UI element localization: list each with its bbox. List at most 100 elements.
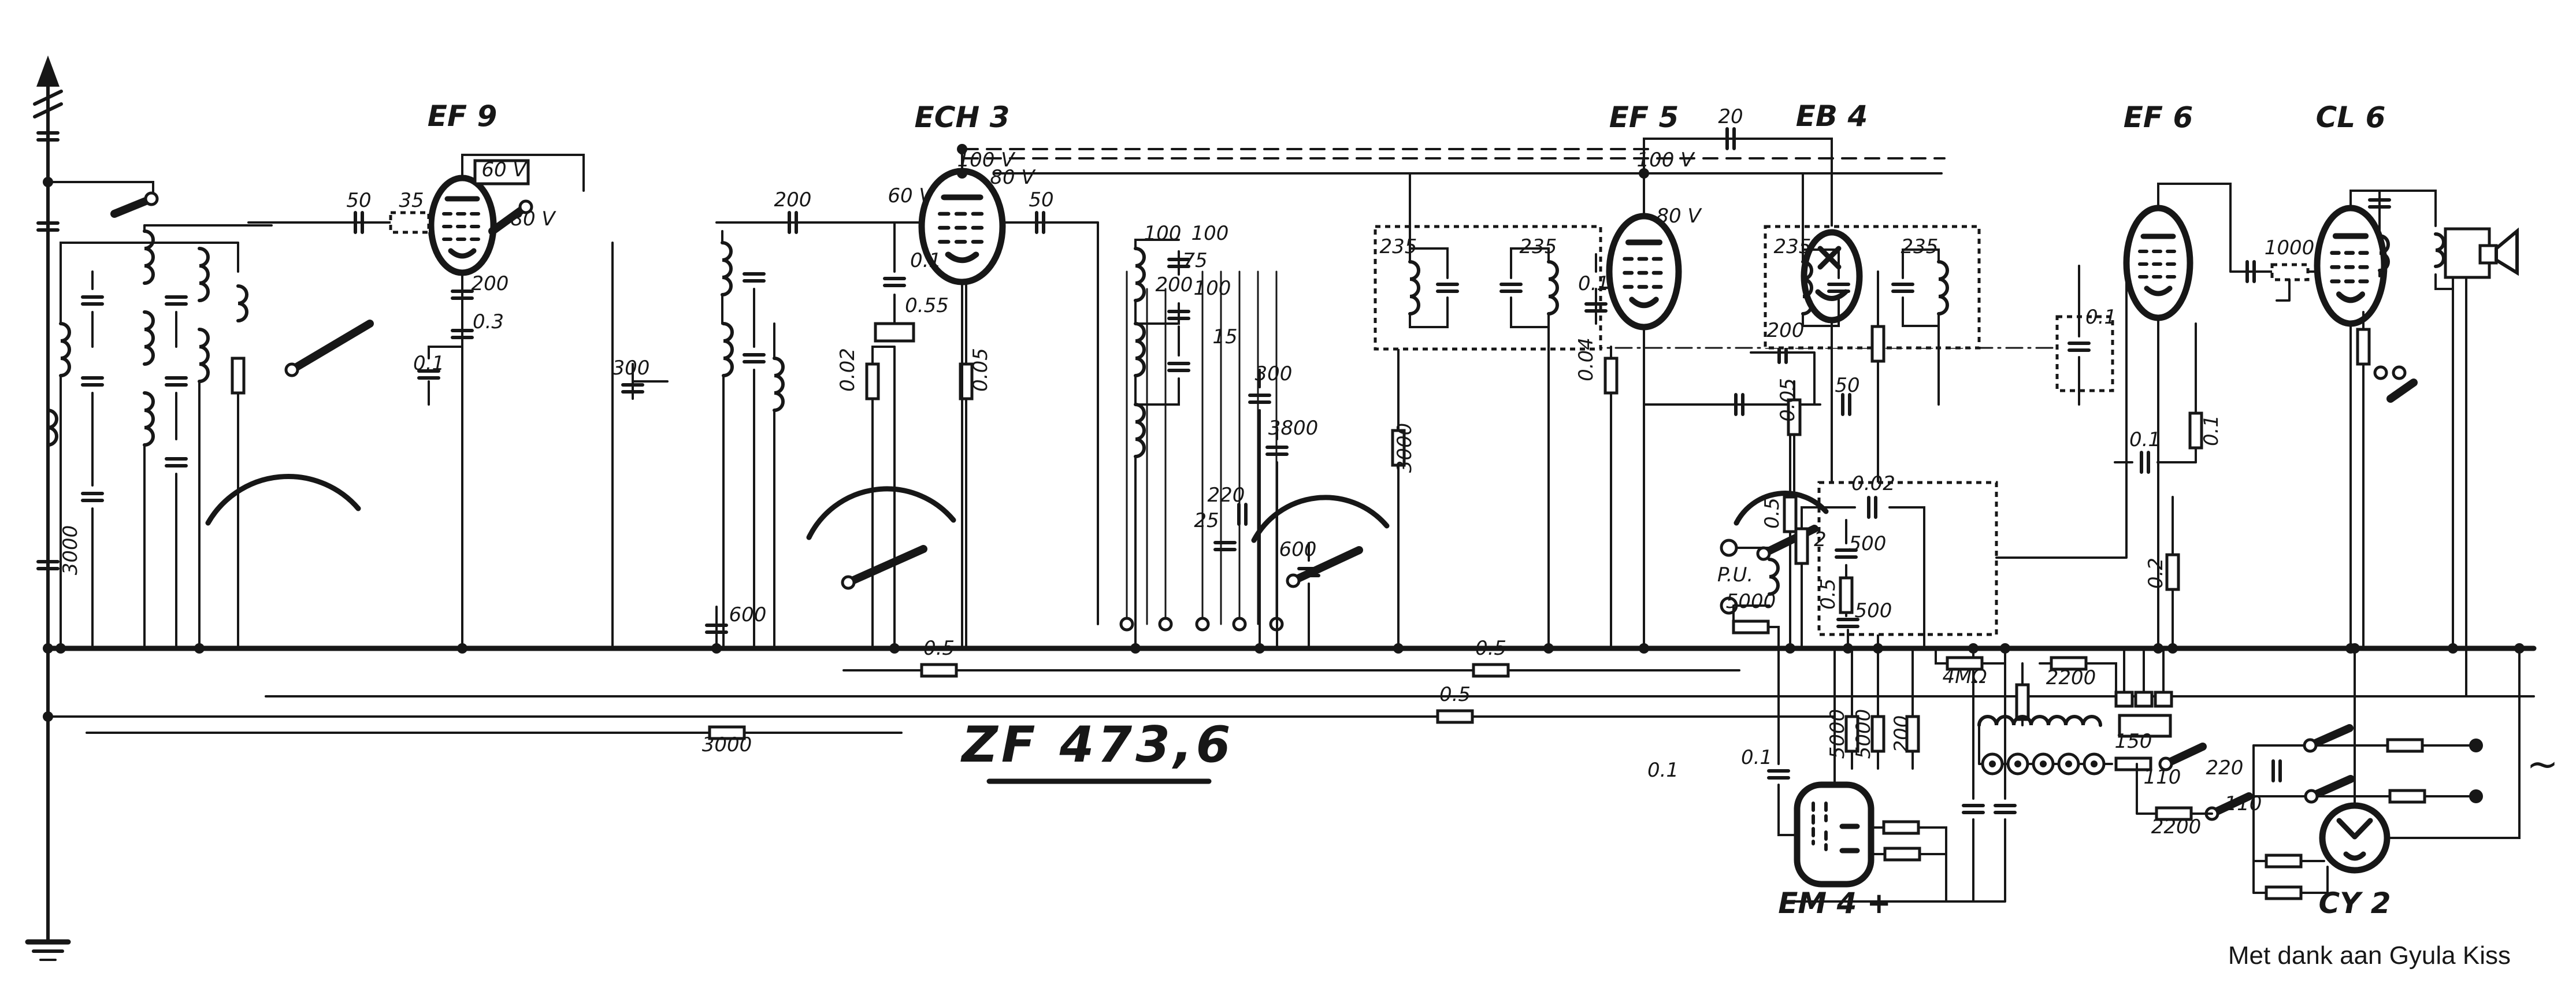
oscillator-cluster xyxy=(1119,239,1404,654)
component-value-label: 200 xyxy=(774,188,812,212)
component-value-label: 200 xyxy=(1156,273,1193,296)
component-value-label: 235 xyxy=(1774,235,1812,258)
component-value-labels: 50 35 60 V 80 V 200 0.3 0.1 300 600 3000 0.5 200 60 … xyxy=(59,105,2559,838)
component-value-label: 50 xyxy=(1029,188,1053,212)
output-transformer xyxy=(2378,190,2491,697)
component-value-label: 100 V xyxy=(957,149,1016,172)
component-value-label: 100 xyxy=(1192,222,1229,245)
component-value-label: 150 xyxy=(2115,730,2152,753)
component-value-label: 75 xyxy=(1182,249,1207,272)
component-value-label: 0.5 xyxy=(1475,637,1506,660)
component-value-label: 0.05 xyxy=(969,348,992,392)
component-value-label: 220 xyxy=(2206,756,2244,780)
component-value-label: 25 xyxy=(1194,509,1219,532)
component-value-label: 235 xyxy=(1901,235,1939,258)
component-value-label: ~ xyxy=(2526,742,2558,786)
tube-ef5 xyxy=(1586,129,1833,654)
credit-line: Met dank aan Gyula Kiss xyxy=(2228,941,2511,970)
component-value-label: 2200 xyxy=(2046,666,2096,689)
component-value-label: 2200 xyxy=(2151,815,2202,838)
rf-coil-block xyxy=(55,224,374,654)
tube-label-cy2: CY 2 xyxy=(2318,886,2391,920)
component-value-label: 200 xyxy=(1767,319,1805,342)
tube-eb4 xyxy=(1801,229,1884,654)
component-value-label: 1000 xyxy=(2265,236,2315,259)
component-value-label: 600 xyxy=(1279,538,1317,561)
component-value-label: 600 xyxy=(729,603,767,626)
component-value-label: 110 xyxy=(2225,792,2262,815)
component-value-label: 80 V xyxy=(1656,205,1702,228)
component-value-label: 235 xyxy=(1380,235,1417,258)
component-value-label: 300 xyxy=(613,357,650,380)
component-value-label: 0.2 xyxy=(2144,558,2167,589)
component-value-label: 110 xyxy=(2144,766,2181,789)
ground-symbol xyxy=(25,643,71,961)
component-value-label: 0.1 xyxy=(2200,415,2223,446)
page-title: ZF 473,6 xyxy=(960,716,1234,774)
tube-ef6 xyxy=(1995,183,2232,654)
component-value-label: 5000 xyxy=(1726,590,1776,613)
speaker-icon xyxy=(2478,227,2519,276)
component-value-label: 60 V xyxy=(481,158,528,181)
component-value-label: 20 xyxy=(1718,105,1743,128)
component-value-label: 0.04 xyxy=(1575,337,1598,381)
power-section xyxy=(1935,647,2483,894)
component-value-label: 50 xyxy=(1835,374,1859,397)
component-value-label: 0.1 xyxy=(2085,306,2117,329)
volume-control-section xyxy=(1720,380,1998,654)
antenna-symbol xyxy=(33,55,159,650)
component-value-label: 0.1 xyxy=(1741,746,1772,769)
if-transformer-2 xyxy=(1764,172,1981,406)
component-value-label: 300 xyxy=(1255,362,1293,385)
component-value-label: 3000 xyxy=(702,733,752,756)
component-value-label: 0.1 xyxy=(910,249,941,272)
tube-label-ech3: ECH 3 xyxy=(915,101,1010,134)
component-value-label: 15 xyxy=(1212,325,1237,348)
component-value-label: 4MΩ xyxy=(1943,665,1987,688)
component-value-label: 0.5 xyxy=(923,637,955,660)
component-value-label: 3000 xyxy=(1393,423,1416,473)
component-value-label: 0.5 xyxy=(1439,683,1471,706)
component-value-label: 0.1 xyxy=(2129,428,2161,451)
component-value-label: 3000 xyxy=(59,525,82,576)
component-value-label: 0.1 xyxy=(1578,272,1609,295)
component-value-label: 0.02 xyxy=(1851,472,1895,495)
component-value-label: 50 xyxy=(346,189,371,212)
component-value-label: 0.5 xyxy=(1761,498,1784,529)
component-value-label: 0.5 xyxy=(1817,578,1840,610)
component-value-label: 60 V xyxy=(888,184,934,207)
coupling-network xyxy=(2229,262,2317,302)
component-value-label: 500 xyxy=(1849,532,1887,555)
component-value-label: 35 xyxy=(399,189,424,212)
component-value-label: 100 V xyxy=(1637,149,1696,172)
component-value-label: 220 xyxy=(1208,484,1245,507)
component-value-label: 235 xyxy=(1520,235,1557,258)
component-value-label: 0.02 xyxy=(836,348,859,392)
component-value-label: 200 xyxy=(1890,715,1913,753)
component-value-label: 2 xyxy=(1814,528,1827,551)
component-value-label: 5000 xyxy=(1826,709,1849,759)
tube-label-cl6: CL 6 xyxy=(2316,101,2386,134)
component-value-label: 0.3 xyxy=(473,310,504,333)
tube-ef9 xyxy=(247,154,669,654)
component-value-label: 500 xyxy=(1855,599,1892,622)
if-transformer-1 xyxy=(1374,172,1612,654)
tube-label-ef5: EF 5 xyxy=(1609,101,1679,134)
tube-label-ef9: EF 9 xyxy=(428,99,498,133)
tube-label-em4: EM 4 + xyxy=(1778,886,1891,920)
tube-label-eb4: EB 4 xyxy=(1796,99,1868,133)
component-value-label: 80 V xyxy=(990,166,1036,189)
component-value-label: 100 xyxy=(1144,222,1182,245)
tube-label-ef6: EF 6 xyxy=(2124,101,2193,134)
tube-labels: EF 9 ECH 3 EF 5 EB 4 EF 6 CL 6 EM 4 + CY… xyxy=(428,99,2391,920)
component-value-label: 100 xyxy=(1194,277,1231,300)
tube-ech3 xyxy=(715,144,1099,654)
component-value-label: 0.55 xyxy=(905,294,949,317)
component-value-label: 0.05 xyxy=(1776,378,1799,422)
tube-cy2 xyxy=(2252,643,2525,899)
component-value-label: 200 xyxy=(472,272,509,295)
component-value-label: P.U. xyxy=(1717,563,1753,587)
tube-em4 xyxy=(1769,643,2015,903)
band-filter-block xyxy=(707,230,1508,739)
